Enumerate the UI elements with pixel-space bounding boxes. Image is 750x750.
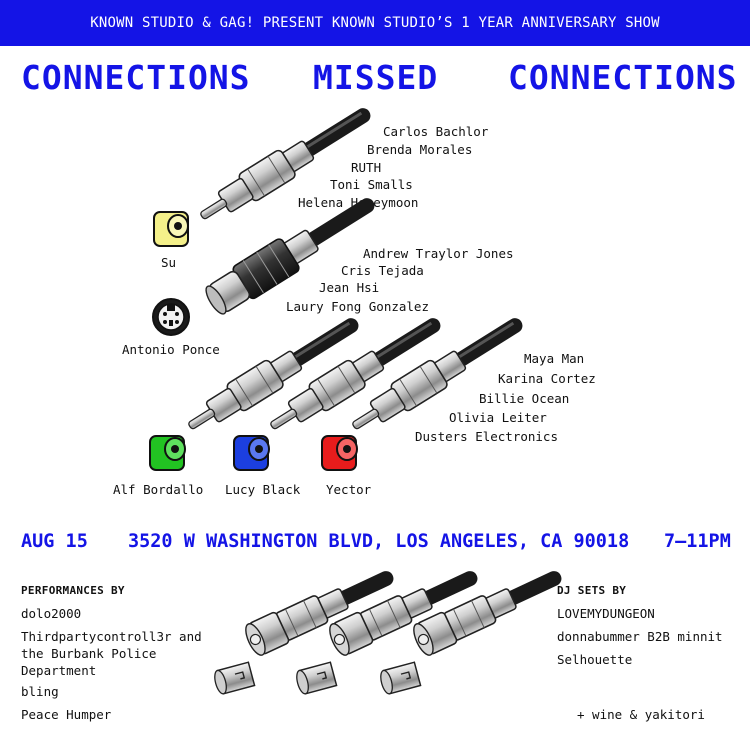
title-missed: MISSED bbox=[313, 58, 439, 97]
performer-bling: bling bbox=[21, 684, 59, 699]
performer-peace-humper: Peace Humper bbox=[21, 707, 112, 722]
performer-dolo2000: dolo2000 bbox=[21, 606, 82, 621]
name-olivia-leiter: Olivia Leiter bbox=[449, 410, 547, 425]
event-time: 7–11PM bbox=[664, 531, 731, 552]
title-connections-right: CONNECTIONS bbox=[508, 58, 738, 97]
jack-label-su: Su bbox=[161, 255, 177, 270]
svideo-jack-icon bbox=[152, 298, 190, 336]
jack-label-yector: Yector bbox=[326, 482, 372, 497]
name-toni-smalls: Toni Smalls bbox=[330, 177, 413, 192]
dj-selhouette: Selhouette bbox=[557, 652, 633, 667]
blue-rca-jack-icon bbox=[233, 435, 270, 471]
top-banner: KNOWN STUDIO & GAG! PRESENT KNOWN STUDIO… bbox=[0, 0, 750, 46]
name-dusters-electronics: Dusters Electronics bbox=[415, 429, 558, 444]
jack-label-alf-bordallo: Alf Bordallo bbox=[113, 482, 204, 497]
name-karina-cortez: Karina Cortez bbox=[498, 371, 596, 386]
red-rca-jack-icon bbox=[321, 435, 358, 471]
event-date: AUG 15 bbox=[21, 531, 88, 552]
green-rca-jack-icon bbox=[149, 435, 186, 471]
name-maya-man: Maya Man bbox=[524, 351, 585, 366]
wine-and-yakitori: + wine & yakitori bbox=[577, 707, 705, 722]
name-andrew-traylor-jones: Andrew Traylor Jones bbox=[363, 246, 514, 261]
dj-donnabummer-b2b-minnit: donnabummer B2B minnit bbox=[557, 629, 723, 644]
name-laury-fong-gonzalez: Laury Fong Gonzalez bbox=[286, 299, 429, 314]
event-address: 3520 W WASHINGTON BLVD, LOS ANGELES, CA … bbox=[128, 531, 630, 552]
jack-label-lucy-black: Lucy Black bbox=[225, 482, 301, 497]
dj-lovemydungeon: LOVEMYDUNGEON bbox=[557, 606, 655, 621]
performances-heading: PERFORMANCES BY bbox=[21, 584, 125, 597]
yellow-rca-jack-icon bbox=[153, 211, 189, 247]
name-brenda-morales: Brenda Morales bbox=[367, 142, 473, 157]
name-ruth: RUTH bbox=[351, 160, 382, 175]
name-cris-tejada: Cris Tejada bbox=[341, 263, 424, 278]
performer-thirdpartycontroll3r: Thirdpartycontroll3r and the Burbank Pol… bbox=[21, 629, 202, 678]
name-billie-ocean: Billie Ocean bbox=[479, 391, 570, 406]
name-jean-hsi: Jean Hsi bbox=[319, 280, 380, 295]
title-connections-left: CONNECTIONS bbox=[21, 58, 251, 97]
dj-sets-heading: DJ SETS BY bbox=[557, 584, 627, 597]
jack-label-antonio-ponce: Antonio Ponce bbox=[122, 342, 220, 357]
name-carlos-bachlor: Carlos Bachlor bbox=[383, 124, 489, 139]
